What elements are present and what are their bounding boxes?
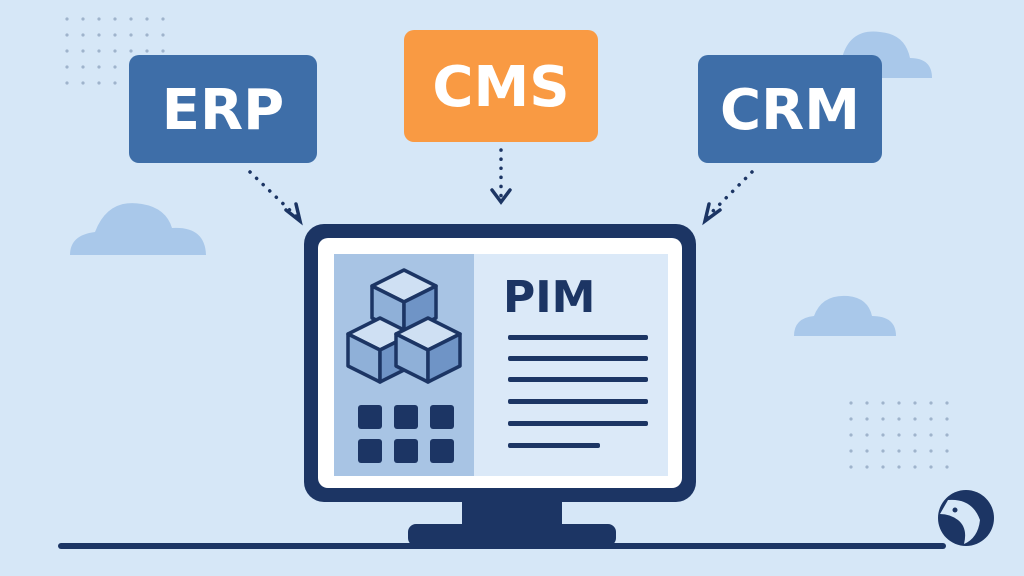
- cubes-icon: [346, 268, 462, 384]
- arrow-icon: [490, 148, 512, 205]
- content-lines: [508, 335, 648, 448]
- floor-line: [58, 543, 946, 549]
- dot-grid-bottom-right: [840, 392, 950, 477]
- bird-logo-icon: [938, 490, 994, 546]
- arrow-icon: [248, 170, 303, 226]
- cloud-icon: [794, 295, 896, 336]
- crm-box: CRM: [698, 55, 882, 163]
- pim-content-panel: [474, 254, 668, 476]
- cms-label: CMS: [432, 55, 569, 120]
- pim-label: PIM: [503, 272, 595, 323]
- erp-box: ERP: [129, 55, 317, 163]
- monitor: [304, 224, 696, 546]
- arrow-icon: [702, 170, 754, 226]
- grid-icon: [358, 405, 454, 463]
- erp-label: ERP: [162, 78, 284, 143]
- crm-label: CRM: [720, 78, 860, 143]
- cms-box: CMS: [404, 30, 598, 142]
- cloud-icon: [70, 203, 206, 255]
